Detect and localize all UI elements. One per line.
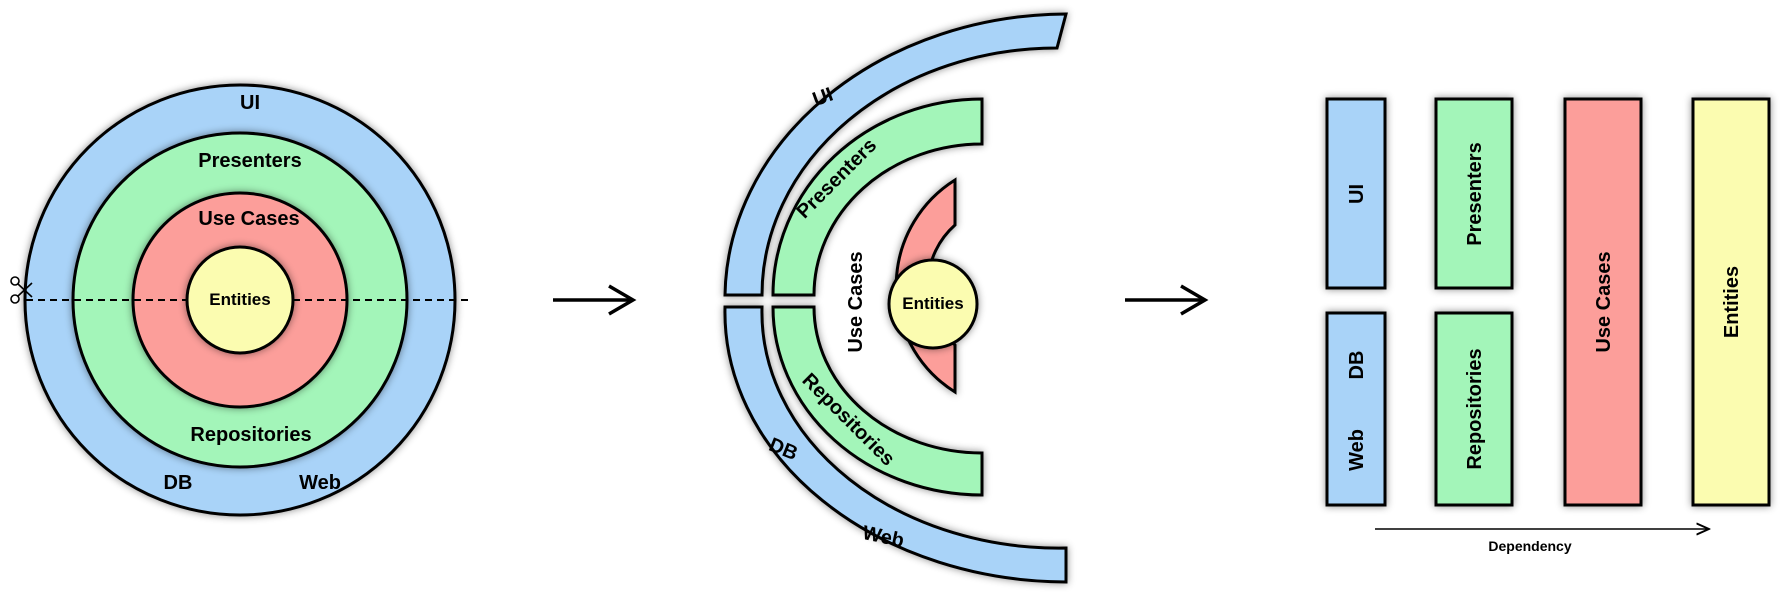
split-ui-top-arc [723,12,1068,297]
layer-ui-label: UI [1346,184,1368,204]
layer-entities-label: Entities [1721,266,1743,338]
dependency-label: Dependency [1488,538,1571,554]
layer-repositories-label: Repositories [1464,348,1486,469]
split-use-cases-label: Use Cases [845,251,867,352]
split-diagram: UI Presenters Use Cases Entities Reposit… [723,12,1068,584]
layer-presenters-block [1434,97,1514,290]
layer-ui-block [1325,97,1387,290]
layer-db-label: DB [1346,351,1368,380]
transform-arrow-1 [553,284,637,316]
layer-presenters-label: Presenters [1464,142,1486,245]
onion-web-label: Web [299,472,341,494]
onion-use-cases-label: Use Cases [198,208,299,230]
split-presenters-bottom-arc [771,305,984,497]
layers-diagram: UI DB Web Presenters Repositories Use Ca… [1325,97,1771,554]
transform-arrow-2 [1125,284,1209,316]
layer-db-web-block [1325,311,1387,507]
layer-use-cases-block [1563,97,1643,507]
split-presenters-top-arc [771,97,984,297]
onion-entities-label: Entities [209,290,270,309]
onion-db-label: DB [164,472,193,494]
layer-entities-block [1691,97,1771,507]
onion-repositories-label: Repositories [190,424,311,446]
layer-repositories-block [1434,311,1514,507]
layer-use-cases-label: Use Cases [1593,251,1615,352]
onion-diagram: UI Presenters Use Cases Entities Reposit… [10,83,468,517]
split-entities-label: Entities [902,294,963,313]
split-ui-bottom-arc [723,305,1068,584]
layer-web-label: Web [1346,429,1368,471]
scissors-icon [10,276,33,304]
split-entities-core [887,258,979,350]
onion-presenters-label: Presenters [198,150,301,172]
onion-ui-label: UI [240,92,260,114]
